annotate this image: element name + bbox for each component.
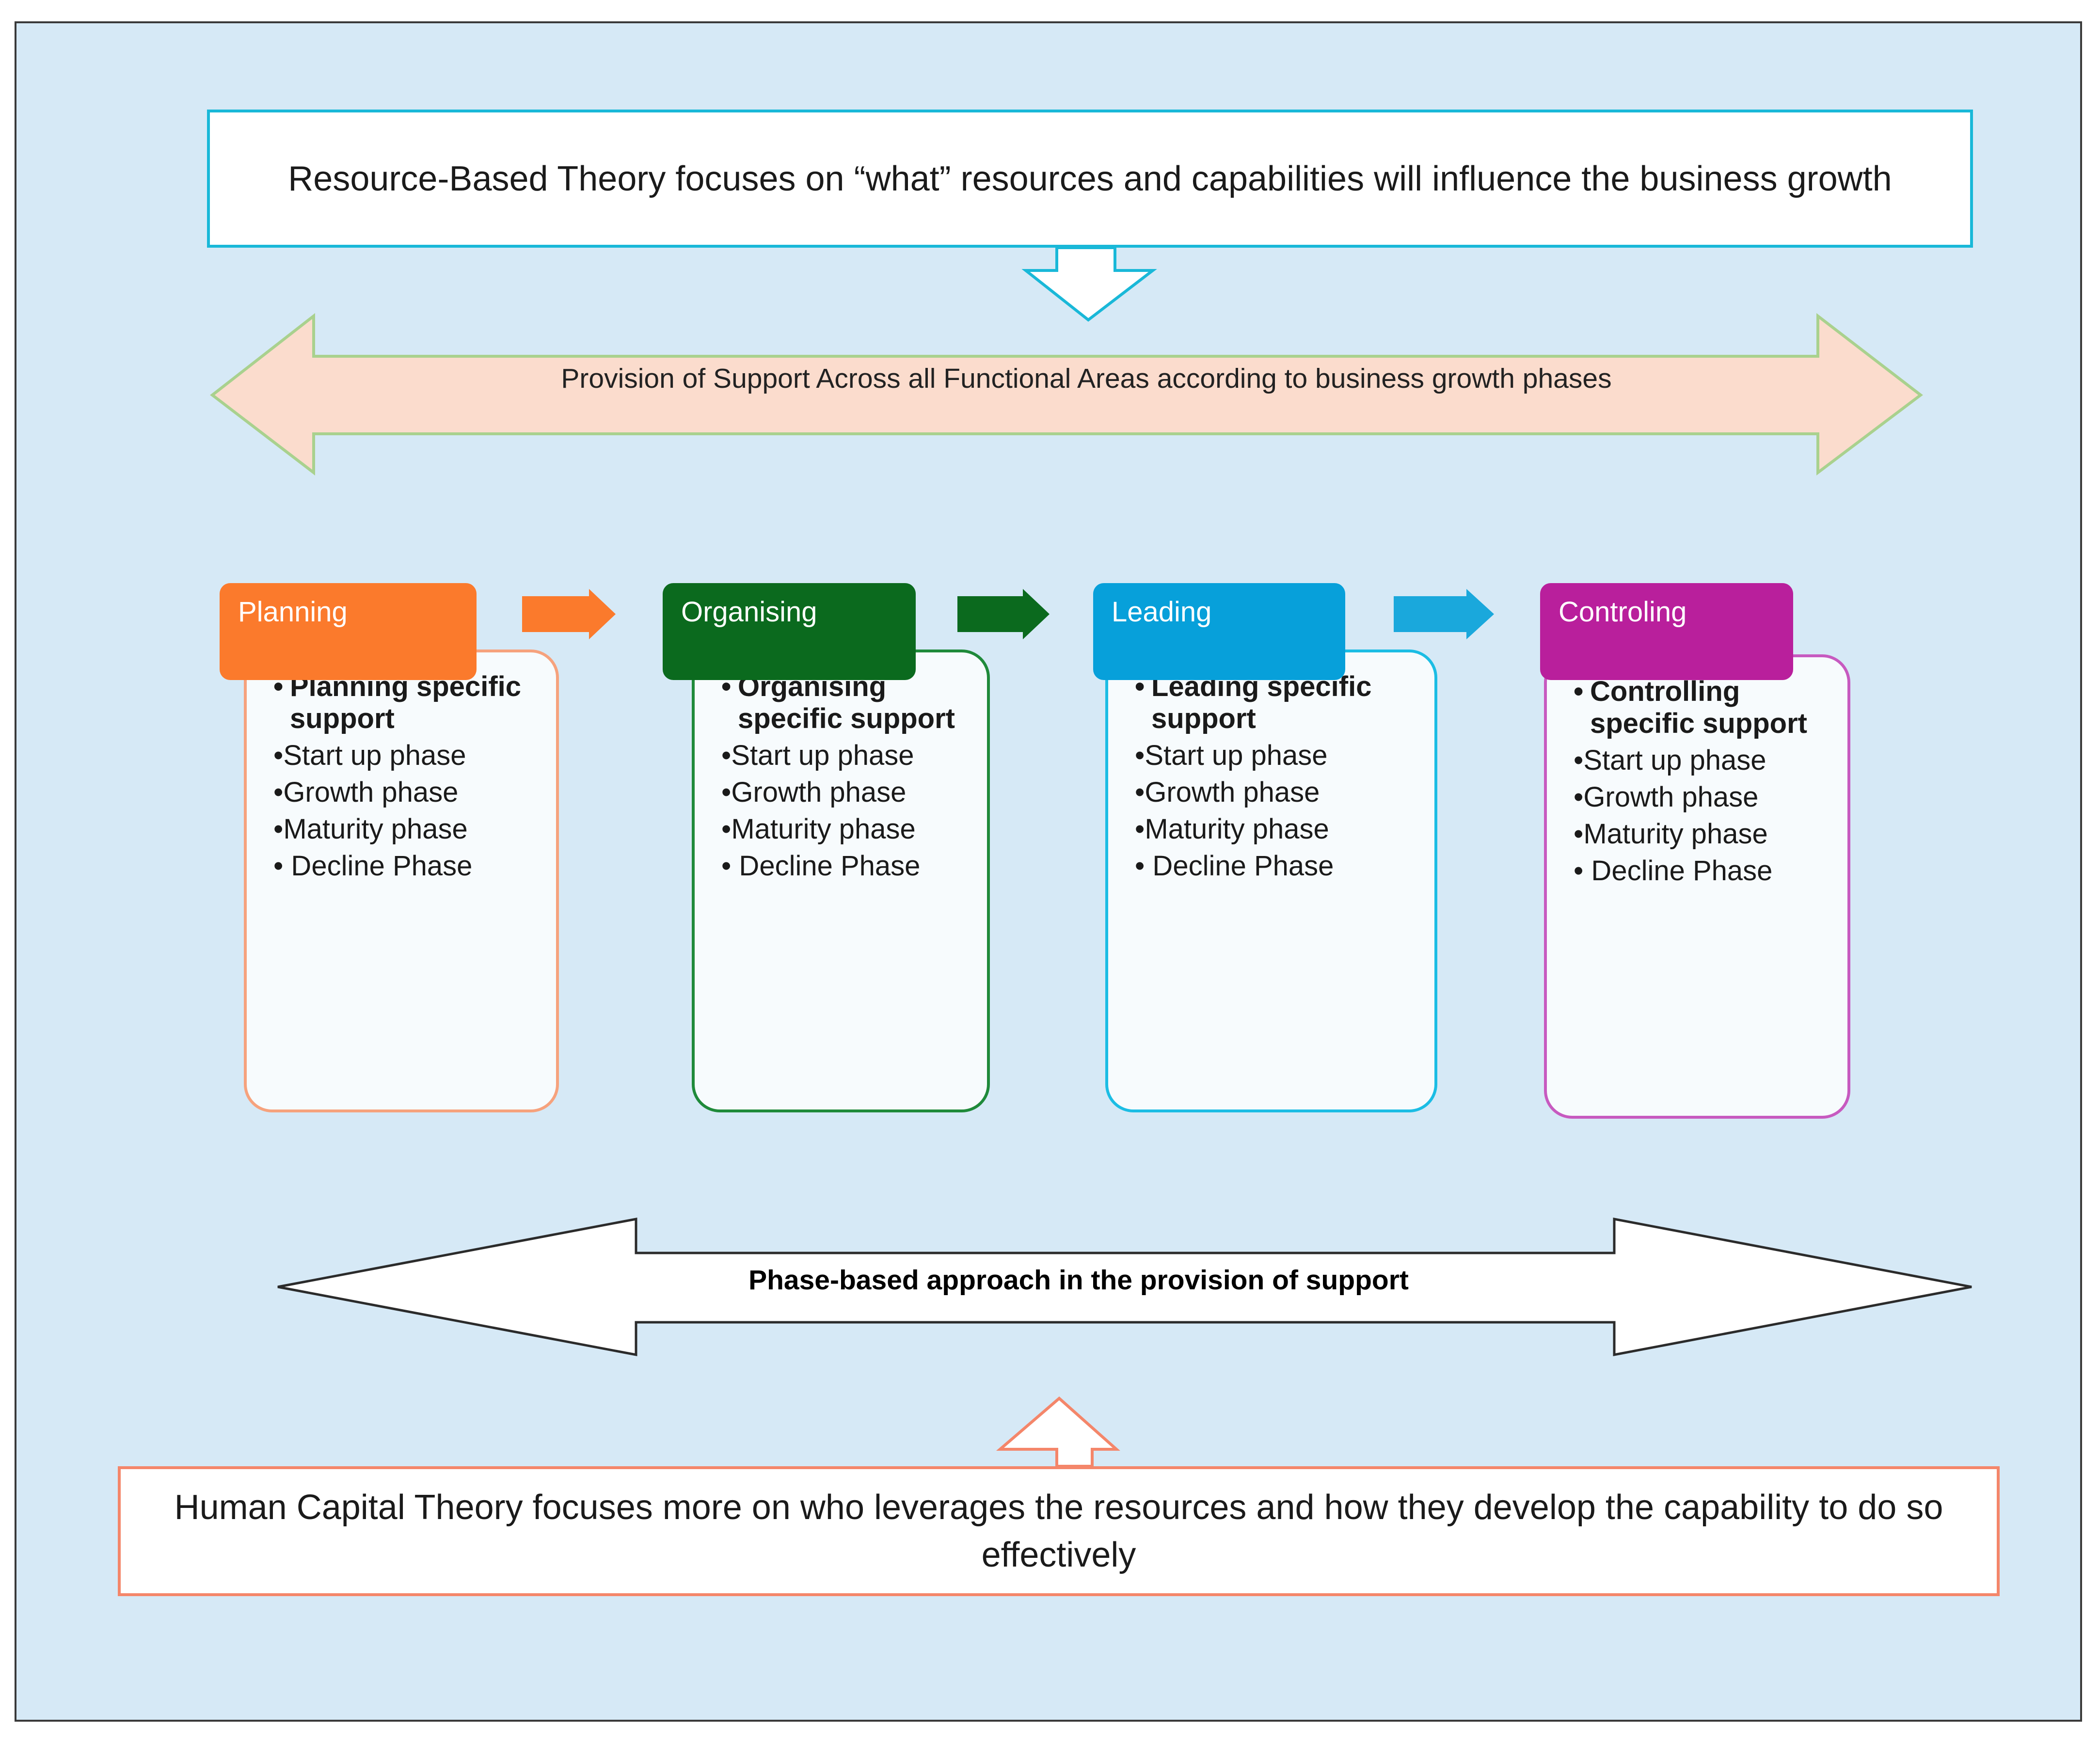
up-arrow xyxy=(996,1396,1120,1468)
list-item: •Maturity phase xyxy=(273,813,468,845)
organising-heading: Organising specific support xyxy=(738,671,955,734)
list-item: •Maturity phase xyxy=(1135,813,1329,845)
list-item: •Growth phase xyxy=(1135,776,1320,808)
organising-tab-label: Organising xyxy=(681,596,817,628)
organising-card: •Organising specific support •Start up p… xyxy=(692,650,990,1112)
list-item: •Maturity phase xyxy=(1574,818,1768,850)
list-item: •Start up phase xyxy=(1574,745,1766,776)
controlling-tab-label: Controling xyxy=(1559,596,1687,628)
phase-double-arrow xyxy=(277,1217,1972,1357)
support-banner-text: Provision of Support Across all Function… xyxy=(561,363,1612,394)
organising-phase-list: •Start up phase •Growth phase •Maturity … xyxy=(721,740,987,882)
connector-arrow-planning-organising xyxy=(522,589,616,639)
planning-heading: Planning specific support xyxy=(290,671,521,734)
leading-tab: Leading xyxy=(1093,583,1345,680)
planning-tab: Planning xyxy=(220,583,477,680)
list-item: •Maturity phase xyxy=(721,813,916,845)
list-item: •Start up phase xyxy=(273,740,466,771)
resource-based-theory-text: Resource-Based Theory focuses on “what” … xyxy=(288,159,1892,198)
list-item: • Decline Phase xyxy=(273,850,473,882)
planning-phase-list: •Start up phase •Growth phase •Maturity … xyxy=(273,740,556,882)
resource-based-theory-box: Resource-Based Theory focuses on “what” … xyxy=(207,110,1973,248)
human-capital-theory-box: Human Capital Theory focuses more on who… xyxy=(118,1466,2000,1596)
planning-card: •Planning specific support •Start up pha… xyxy=(244,650,559,1112)
controlling-card: •Controlling specific support •Start up … xyxy=(1544,654,1850,1119)
support-double-arrow xyxy=(210,313,1923,476)
controlling-heading: Controlling specific support xyxy=(1590,676,1807,739)
list-item: • Decline Phase xyxy=(721,850,921,882)
list-item: •Start up phase xyxy=(1135,740,1328,771)
leading-tab-label: Leading xyxy=(1112,596,1212,628)
controlling-phase-list: •Start up phase •Growth phase •Maturity … xyxy=(1574,745,1847,887)
leading-phase-list: •Start up phase •Growth phase •Maturity … xyxy=(1135,740,1434,882)
organising-tab: Organising xyxy=(663,583,916,680)
human-capital-theory-text: Human Capital Theory focuses more on who… xyxy=(174,1488,1943,1574)
list-item: •Growth phase xyxy=(721,776,907,808)
leading-card: •Leading specific support •Start up phas… xyxy=(1105,650,1437,1112)
leading-heading: Leading specific support xyxy=(1151,671,1372,734)
list-item: •Growth phase xyxy=(1574,781,1759,813)
list-item: •Growth phase xyxy=(273,776,459,808)
controlling-tab: Controling xyxy=(1540,583,1793,680)
connector-arrow-leading-controlling xyxy=(1394,589,1494,639)
list-item: •Start up phase xyxy=(721,740,914,771)
connector-arrow-organising-leading xyxy=(957,589,1050,639)
list-item: • Decline Phase xyxy=(1574,855,1773,887)
list-item: • Decline Phase xyxy=(1135,850,1334,882)
planning-tab-label: Planning xyxy=(238,596,348,628)
phase-based-approach-text: Phase-based approach in the provision of… xyxy=(748,1265,1409,1296)
down-arrow xyxy=(1021,246,1157,322)
